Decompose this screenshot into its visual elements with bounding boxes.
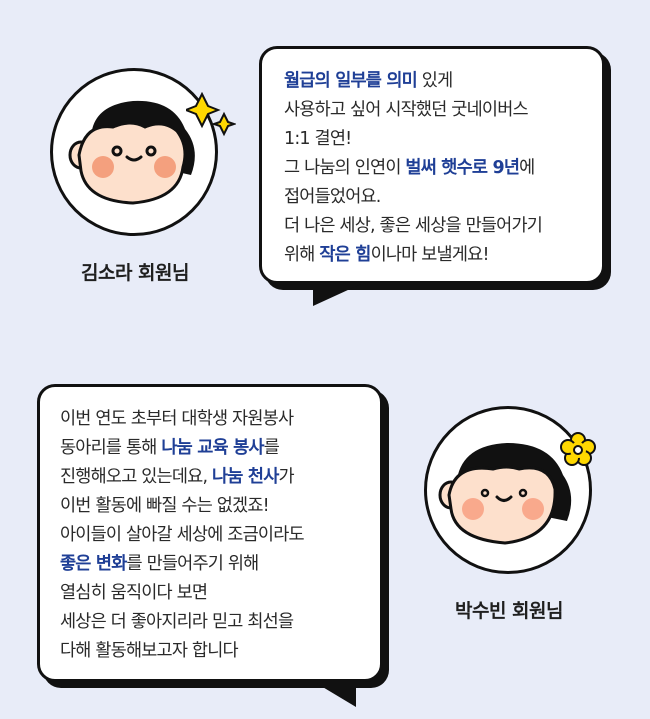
text-line: 1:1 결연! <box>284 125 542 154</box>
sparkle-icon <box>186 92 236 137</box>
girl-face-with-flower-icon <box>438 443 572 545</box>
body-text: 가 <box>278 467 295 487</box>
text-line: 이번 활동에 빠질 수는 없겠죠! <box>60 492 304 521</box>
body-text: 위해 <box>284 245 320 265</box>
text-line: 다해 활동해보고자 합니다 <box>60 637 304 666</box>
body-text: 이번 활동에 빠질 수는 없겠죠! <box>60 496 270 516</box>
highlight-text: 작은 힘 <box>319 245 371 265</box>
text-line: 좋은 변화를 만들어주기 위해 <box>60 550 304 579</box>
body-text: 이번 연도 초부터 대학생 자원봉사 <box>60 409 294 429</box>
text-line: 위해 작은 힘이나마 보낼게요! <box>284 241 542 270</box>
bubble-tail <box>316 683 356 707</box>
text-line: 열심히 움직이다 보면 <box>60 579 304 608</box>
body-text: 동아리를 통해 <box>60 438 162 458</box>
highlight-text: 나눔 천사 <box>212 467 279 487</box>
member2-name: 박수빈 회원님 <box>455 600 564 622</box>
avatar-member1 <box>50 68 218 236</box>
text-line: 세상은 더 좋아지리라 믿고 최선을 <box>60 608 304 637</box>
text-line: 사용하고 싶어 시작했던 굿네이버스 <box>284 96 542 125</box>
text-line: 더 나은 세상, 좋은 세상을 만들어가기 <box>284 212 543 241</box>
body-text: 에 <box>519 158 535 178</box>
body-text: 사용하고 싶어 시작했던 굿네이버스 <box>284 100 529 120</box>
body-text: 를 만들어주기 위해 <box>126 554 260 574</box>
text-line: 그 나눔의 인연이 벌써 햇수로 9년에 <box>284 154 542 183</box>
body-text: 를 <box>263 438 280 458</box>
text-line: 이번 연도 초부터 대학생 자원봉사 <box>60 405 304 434</box>
text-line: 진행해오고 있는데요, 나눔 천사가 <box>60 463 304 492</box>
highlight-text: 나눔 교육 봉사 <box>161 438 264 458</box>
flower-icon <box>560 432 596 466</box>
body-text: 1:1 결연! <box>284 129 352 149</box>
bubble-tail <box>313 284 361 306</box>
body-text: 진행해오고 있는데요, <box>60 467 212 487</box>
body-text: 그 나눔의 인연이 <box>284 158 406 178</box>
text-line: 아이들이 살아갈 세상에 조금이라도 <box>60 521 305 550</box>
avatar-member2 <box>424 406 592 574</box>
girl-face-with-sparkles-icon <box>68 100 195 205</box>
body-text: 있게 <box>417 71 453 91</box>
body-text: 세상은 더 좋아지리라 믿고 최선을 <box>60 612 294 632</box>
text-line: 동아리를 통해 나눔 교육 봉사를 <box>60 434 304 463</box>
text-line: 접어들었어요. <box>284 183 542 212</box>
highlight-text: 좋은 변화 <box>60 554 127 574</box>
highlight-text: 벌써 햇수로 9년 <box>405 158 520 178</box>
body-text: 열심히 움직이다 보면 <box>60 583 208 603</box>
body-text: 이나마 보낼게요! <box>370 245 490 265</box>
body-text: 다해 활동해보고자 합니다 <box>60 641 239 661</box>
highlight-text: 월급의 일부를 의미 <box>284 71 418 91</box>
text-line: 월급의 일부를 의미 있게 <box>284 67 542 96</box>
body-text: 더 나은 세상, 좋은 세상을 만들어가기 <box>284 216 543 236</box>
body-text: 아이들이 살아갈 세상에 조금이라도 <box>60 525 305 545</box>
body-text: 접어들었어요. <box>284 187 381 207</box>
member1-name: 김소라 회원님 <box>81 262 190 284</box>
